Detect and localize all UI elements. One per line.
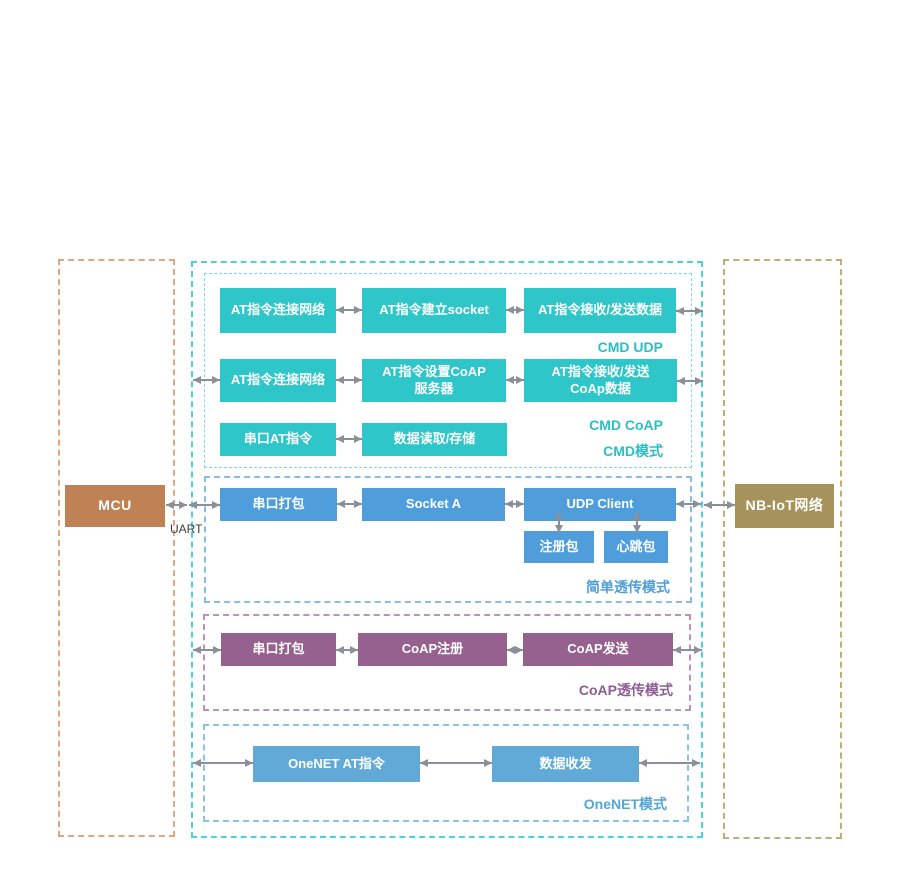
arrow-serialat-storage — [336, 435, 362, 443]
node-label: 心跳包 — [616, 538, 656, 554]
arrow-out-nbiot — [704, 501, 735, 509]
node-cmd-coap-connect: AT指令连接网络 — [220, 359, 336, 402]
node-label: 数据收发 — [539, 755, 592, 771]
node-cmd-coap-data: AT指令接收/发送 CoAp数据 — [524, 359, 677, 402]
arrow-onenet-at-data — [420, 759, 492, 767]
arrow-serialpack-socketa — [337, 500, 362, 508]
arrow-coap-send-out — [673, 646, 702, 654]
arrow-coap-register-send — [507, 646, 523, 654]
arrow-onenet-in — [193, 759, 253, 767]
arrow-coap-in — [193, 646, 221, 654]
arrow-udpclient-register — [555, 512, 563, 533]
arrow-coapcmd-data-out — [677, 377, 703, 385]
node-label: AT指令连接网络 — [230, 302, 326, 318]
node-cmd-udp-data: AT指令接收/发送数据 — [524, 288, 676, 333]
node-label: 串口AT指令 — [243, 431, 313, 447]
mcu-region-box — [58, 259, 175, 837]
arrow-coapcmd-server-data — [506, 376, 524, 384]
node-label: AT指令接收/发送数据 — [538, 302, 662, 318]
node-coap-send: CoAP发送 — [523, 633, 673, 666]
node-simple-serial-pack: 串口打包 — [220, 488, 337, 521]
node-label: UDP Client — [566, 496, 634, 512]
arrow-udp-data-out — [676, 307, 703, 315]
arrow-onenet-data-out — [639, 759, 700, 767]
node-coap-serial-pack: 串口打包 — [221, 633, 336, 666]
nbiot-label: NB-IoT网络 — [745, 497, 824, 514]
node-mcu: MCU — [65, 485, 165, 527]
cmd-coap-label: CMD CoAP — [589, 417, 663, 433]
arrow-udpclient-heartbeat — [633, 512, 641, 533]
onenet-mode-group — [203, 724, 689, 822]
node-label: 串口打包 — [252, 496, 305, 512]
node-cmd-serial-at: 串口AT指令 — [220, 423, 336, 456]
node-label: AT指令接收/发送 — [551, 364, 650, 380]
node-simple-socket-a: Socket A — [362, 488, 505, 521]
node-cmd-coap-server: AT指令设置CoAP 服务器 — [362, 359, 506, 402]
arrow-udpclient-out — [676, 500, 701, 508]
node-label: 串口打包 — [252, 641, 305, 657]
node-label: 服务器 — [414, 380, 454, 396]
arrow-coapcmd-in — [193, 376, 220, 384]
node-onenet-at: OneNET AT指令 — [253, 746, 420, 782]
coap-mode-label: CoAP透传模式 — [578, 682, 673, 698]
node-nbiot-network: NB-IoT网络 — [735, 484, 834, 528]
node-heartbeat-packet: 心跳包 — [604, 531, 668, 563]
node-cmd-udp-connect: AT指令连接网络 — [220, 288, 336, 333]
node-label: 注册包 — [539, 538, 579, 554]
arrow-udp-connect-socket — [336, 306, 362, 314]
transparent-mode-group — [204, 476, 692, 603]
node-cmd-data-storage: 数据读取/存储 — [362, 423, 507, 456]
module-region-box — [191, 261, 703, 838]
cmd-mode-label: CMD模式 — [603, 443, 663, 459]
arrow-coap-pack-register — [336, 646, 358, 654]
cmd-udp-label: CMD UDP — [597, 339, 663, 355]
cmd-mode-group — [204, 273, 692, 468]
arrow-uart-serialpack — [189, 501, 220, 509]
node-coap-register: CoAP注册 — [358, 633, 507, 666]
node-label: CoAP发送 — [567, 641, 629, 657]
node-label: OneNET AT指令 — [288, 755, 385, 771]
coap-mode-group — [203, 614, 691, 711]
node-label: Socket A — [405, 496, 462, 512]
node-label: AT指令连接网络 — [230, 372, 326, 388]
node-label: CoAP注册 — [401, 641, 464, 657]
arrow-coapcmd-connect-server — [336, 376, 362, 384]
node-simple-udp-client: UDP Client — [524, 488, 676, 521]
node-label: 数据读取/存储 — [393, 431, 476, 447]
arrow-mcu-uart — [166, 501, 187, 509]
network-region-box — [723, 259, 842, 839]
arrow-udp-socket-data — [506, 306, 524, 314]
uart-label: UART — [170, 522, 203, 536]
arrow-socketa-udpclient — [505, 500, 524, 508]
node-label: CoAp数据 — [570, 380, 631, 396]
node-cmd-udp-socket: AT指令建立socket — [362, 288, 506, 333]
simple-mode-label: 简单透传模式 — [586, 579, 670, 595]
node-label: AT指令设置CoAP — [382, 364, 486, 380]
node-onenet-data: 数据收发 — [492, 746, 639, 782]
node-label: AT指令建立socket — [379, 302, 489, 318]
node-register-packet: 注册包 — [524, 531, 594, 563]
mcu-label: MCU — [98, 497, 132, 514]
onenet-mode-label: OneNET模式 — [583, 796, 667, 812]
